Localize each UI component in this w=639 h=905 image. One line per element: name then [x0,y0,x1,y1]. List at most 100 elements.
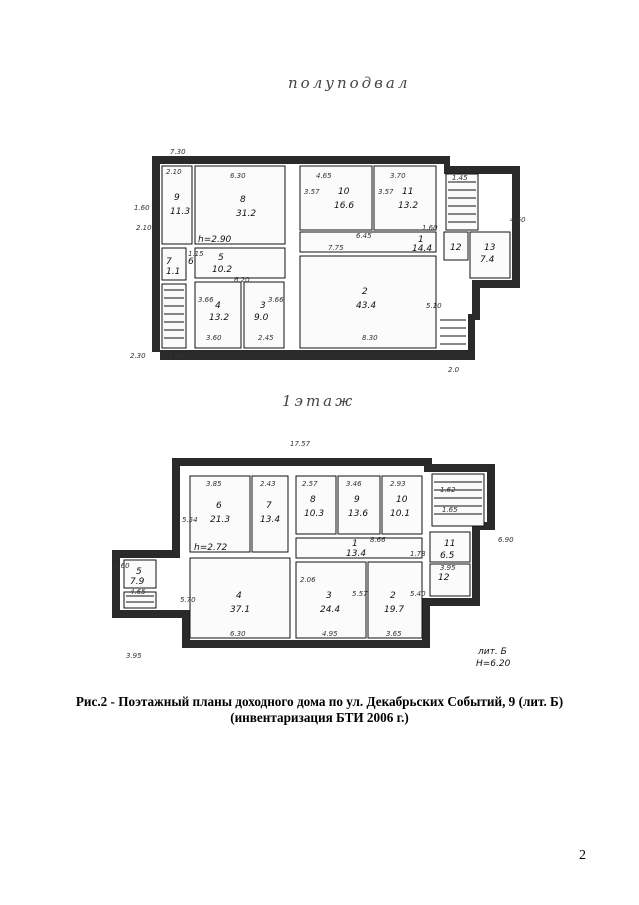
room-8 [194,165,286,245]
room-area: 13.6 [348,509,368,519]
room-13 [469,231,511,279]
room-5 [123,559,157,589]
room-4 [194,281,242,349]
room-area: 9.0 [254,313,269,323]
figure-caption: Рис.2 - Поэтажный планы доходного дома п… [20,694,619,726]
dim: 3.95 [440,564,456,572]
dim: 6.90 [498,536,514,544]
room-number: 7 [166,257,172,267]
room-1 [295,537,423,559]
dim: 1.15 [188,250,204,258]
room-number: 11 [444,539,455,549]
room-area: 6.5 [440,551,455,561]
dim: 1.45 [452,174,468,182]
room-number: 12 [450,243,462,253]
dim: 1.78 [410,550,426,558]
dim: 6.30 [230,630,246,638]
room-number: 3 [260,301,266,311]
room-10 [381,475,423,535]
caption-line-2: (инвентаризация БТИ 2006 г.) [230,710,409,725]
room-area: 31.2 [236,209,256,219]
room-area: 14.4 [412,244,432,254]
dim: 6.30 [230,172,246,180]
dim: 1.60 [134,204,150,212]
dim: 8.30 [362,334,378,342]
dim: 6.20 [234,276,250,284]
stair-hatch-left [126,595,154,603]
ceiling-height: h=2.72 [194,543,228,553]
room-area: 10.3 [304,509,324,519]
dim: 3.66 [268,296,284,304]
room-number: 2 [362,287,368,297]
stair-hatch-bottom-right [440,319,466,345]
plan-heading: 1этаж [282,392,356,410]
room-7 [161,247,187,281]
room-number: 8 [310,495,316,505]
room-5 [194,247,286,279]
plan-first-floor: 1этаж 17.57 6 21.3 7 13.4 8 10. [100,392,540,682]
dim: 2.30 [130,352,146,360]
dim: 6.45 [356,232,372,240]
dim: 3.95 [126,652,142,660]
room-1 [299,231,437,253]
room-area: 13.2 [209,313,229,323]
room-area: 10.2 [212,265,232,275]
dim: 1.60 [422,224,438,232]
dim: 7.75 [328,244,344,252]
stamp-line-2: Н=6.20 [476,659,511,669]
dim: 3.46 [346,480,362,488]
dim: 3.70 [390,172,406,180]
room-9 [337,475,381,535]
stair-left [161,283,187,349]
dim: 5.54 [182,516,198,524]
room-number: 4 [215,301,221,311]
room-area: 7.4 [480,255,495,265]
dim: 3.60 [114,562,130,570]
dim: 4.95 [322,630,338,638]
dim: 5.40 [410,590,426,598]
room-area: 1.1 [166,267,180,277]
room-number: 2 [390,591,396,601]
room-2 [367,561,423,639]
dim: 1.85 [168,352,184,360]
dim: 4.65 [316,172,332,180]
room-area: 24.4 [320,605,340,615]
plan-semibasement: полуподвал 8 3 1 [100,70,540,380]
dim: 8.66 [370,536,386,544]
room-area: 13.4 [346,549,366,559]
stamp-line-1: лит. Б [477,647,507,657]
room-number: 8 [240,195,246,205]
room-area: 13.2 [398,201,418,211]
room-number: 3 [326,591,332,601]
room-number: 4 [236,591,242,601]
room-10 [299,165,373,231]
room-area: 19.7 [384,605,404,615]
room-12 [429,563,471,597]
dim: 3.57 [304,188,320,196]
room-area: 21.3 [210,515,230,525]
dim: 1.65 [442,506,458,514]
dim: 5.10 [426,302,442,310]
dim: 3.65 [386,630,402,638]
total-length-dim: 17.57 [290,440,311,448]
dim: 7.30 [170,148,186,156]
plan-heading: полуподвал [288,74,411,92]
room-number: 5 [218,253,224,263]
dim: 2.10 [136,224,152,232]
dim: 3.66 [198,296,214,304]
room-number: 6 [188,257,194,267]
dim: 2.10 [166,168,182,176]
room-11 [429,531,471,563]
dim: 2.45 [258,334,274,342]
room-8 [295,475,337,535]
room-number: 1 [418,235,424,245]
floor-plan-drawing: 17.57 6 21.3 7 13.4 8 10.3 9 1 [112,440,514,669]
room-11 [373,165,437,231]
room-number: 13 [484,243,496,253]
page-number: 2 [579,848,586,863]
caption-line-1: Рис.2 - Поэтажный планы доходного дома п… [75,694,564,709]
stair-hatch-left [164,289,184,339]
stair-hatch-right [448,181,476,223]
room-number: 9 [174,193,180,203]
dim: 2.93 [390,480,406,488]
